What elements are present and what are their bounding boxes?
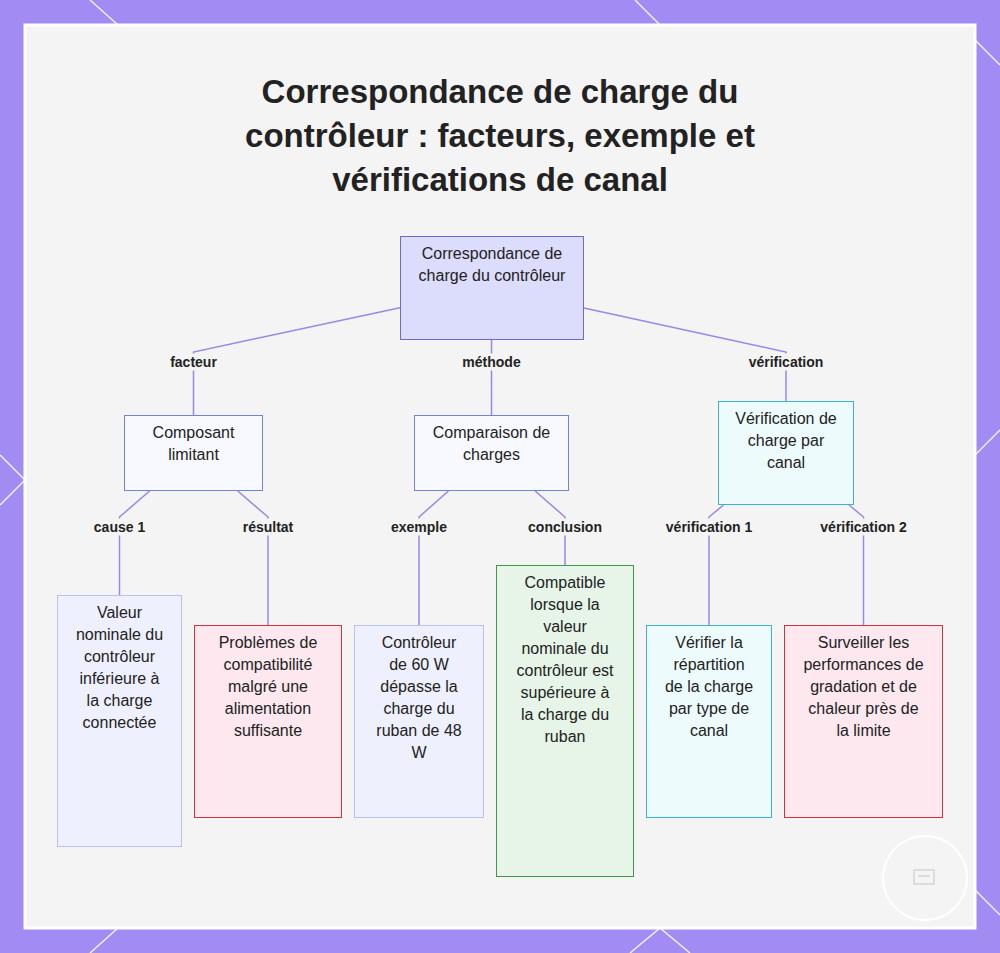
- decor-line: [975, 890, 1000, 915]
- edge-label: vérification: [746, 354, 827, 371]
- edge-label: méthode: [459, 354, 523, 371]
- decor-line: [0, 455, 25, 505]
- corner-badge: [883, 836, 967, 920]
- connector: [491, 340, 493, 415]
- edge-label: vérification 2: [817, 519, 909, 536]
- corner-icon: [914, 870, 934, 884]
- panel: [25, 25, 975, 928]
- decor-line: [975, 40, 1000, 65]
- check-box: Surveiller les performances de gradation…: [784, 625, 943, 818]
- conclusion-box: Compatible lorsque la valeur nominale du…: [496, 565, 634, 877]
- icon-shape: [914, 870, 934, 884]
- decor-line: [90, 928, 118, 953]
- edge-label: résultat: [240, 519, 297, 536]
- connector: [194, 308, 401, 415]
- node-label: Comparaison de charges: [427, 422, 557, 466]
- connector: [238, 491, 268, 625]
- node-label: Contrôleur de 60 W dépasse la charge du …: [371, 632, 467, 764]
- edge-label: conclusion: [525, 519, 605, 536]
- node-label: Vérifier la répartition de la charge par…: [663, 632, 755, 742]
- node-label: Vérification de charge par canal: [730, 408, 842, 474]
- connector: [120, 491, 150, 595]
- edge-label: vérification 1: [663, 519, 755, 536]
- cause-box: Valeur nominale du contrôleur inférieure…: [57, 595, 182, 847]
- decor-line: [90, 0, 118, 25]
- node-label: Surveiller les performances de gradation…: [803, 632, 925, 742]
- node-label: Problèmes de compatibilité malgré une al…: [210, 632, 326, 742]
- check-box: Vérifier la répartition de la charge par…: [646, 625, 772, 818]
- edge-label: exemple: [388, 519, 450, 536]
- root-box: Correspondance de charge du contrôleur: [400, 236, 584, 340]
- decor-line: [635, 0, 660, 25]
- example-box: Contrôleur de 60 W dépasse la charge du …: [354, 625, 484, 818]
- node-label: Compatible lorsque la valeur nominale du…: [514, 572, 616, 748]
- node-label: Correspondance de charge du contrôleur: [412, 243, 572, 287]
- concept-box: Comparaison de charges: [414, 415, 569, 491]
- diagram-title: Correspondance de charge du contrôleur :…: [200, 70, 800, 202]
- connector: [419, 491, 448, 625]
- node-label: Valeur nominale du contrôleur inférieure…: [74, 602, 166, 734]
- edge-label: cause 1: [91, 519, 148, 536]
- icon-line: [918, 875, 930, 877]
- concept-box: Composant limitant: [124, 415, 263, 491]
- decor-line: [975, 430, 1000, 455]
- result-box: Problèmes de compatibilité malgré une al…: [194, 625, 342, 818]
- check-box: Vérification de charge par canal: [718, 401, 854, 505]
- edge-label: facteur: [167, 354, 220, 371]
- decor-line: [630, 928, 690, 953]
- node-label: Composant limitant: [135, 422, 253, 466]
